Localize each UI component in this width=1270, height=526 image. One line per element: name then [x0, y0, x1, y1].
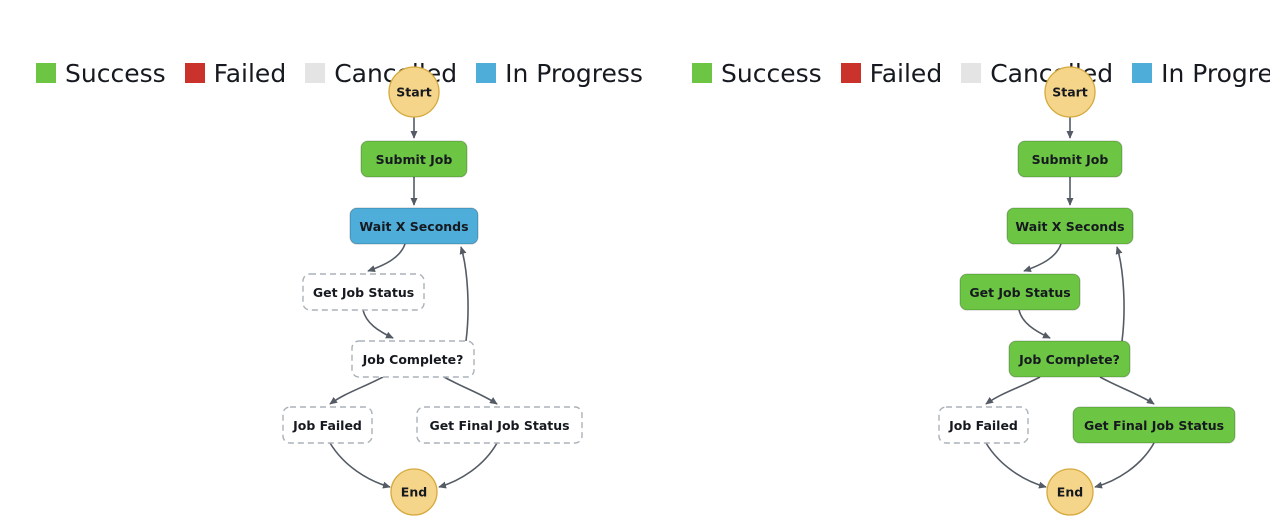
edge-wait-to-getjob [1023, 243, 1062, 272]
edge-wait-to-getjob [367, 243, 406, 272]
node-complete[interactable]: Job Complete? [1008, 340, 1131, 378]
node-complete[interactable]: Job Complete? [351, 340, 475, 378]
edge-complete-to-final [1099, 376, 1155, 405]
node-getjob-shape [959, 273, 1081, 311]
node-end[interactable]: End [390, 468, 438, 516]
node-end-shape [1046, 468, 1094, 516]
node-getjob[interactable]: Get Job Status [959, 273, 1081, 311]
node-submit-shape [360, 140, 468, 178]
node-failed-label: Job Failed [948, 418, 1018, 433]
edge-failed-to-end [329, 442, 391, 489]
node-wait-label: Wait X Seconds [359, 219, 468, 234]
node-start-label: Start [1052, 85, 1088, 100]
node-submit-label: Submit Job [376, 152, 453, 167]
edge-getjob-to-complete [362, 309, 394, 339]
node-getjob[interactable]: Get Job Status [302, 273, 425, 311]
edge-failed-to-end [985, 442, 1047, 489]
node-start[interactable]: Start [388, 66, 440, 118]
node-final-label: Get Final Job Status [1084, 418, 1224, 433]
node-complete-shape [351, 340, 475, 378]
node-final[interactable]: Get Final Job Status [416, 406, 583, 444]
node-final-shape [1072, 406, 1236, 444]
node-start[interactable]: Start [1044, 66, 1096, 118]
edge-complete-to-failed [329, 376, 384, 405]
node-wait-label: Wait X Seconds [1015, 219, 1124, 234]
node-failed-label: Job Failed [292, 418, 362, 433]
edge-complete-to-wait [1115, 246, 1125, 342]
node-start-label: Start [396, 85, 432, 100]
node-submit[interactable]: Submit Job [360, 140, 468, 178]
node-failed[interactable]: Job Failed [282, 406, 373, 444]
node-failed-shape [938, 406, 1029, 444]
node-complete-shape [1008, 340, 1131, 378]
node-end-label: End [1057, 485, 1083, 500]
node-end[interactable]: End [1046, 468, 1094, 516]
node-getjob-label: Get Job Status [313, 285, 414, 300]
node-submit-shape [1017, 140, 1123, 178]
edge-final-to-end [1094, 442, 1155, 489]
node-submit[interactable]: Submit Job [1017, 140, 1123, 178]
node-end-label: End [401, 485, 427, 500]
node-submit-label: Submit Job [1032, 152, 1109, 167]
node-getjob-label: Get Job Status [969, 285, 1070, 300]
node-end-shape [390, 468, 438, 516]
node-start-shape [388, 66, 440, 118]
edge-layer [329, 117, 498, 489]
edge-complete-to-failed [985, 376, 1041, 405]
edge-getjob-to-complete [1018, 309, 1051, 339]
node-start-shape [1044, 66, 1096, 118]
node-wait[interactable]: Wait X Seconds [1006, 207, 1134, 245]
edge-complete-to-final [443, 376, 498, 405]
node-failed[interactable]: Job Failed [938, 406, 1029, 444]
edge-layer [985, 117, 1155, 489]
edge-final-to-end [438, 442, 498, 489]
node-final[interactable]: Get Final Job Status [1072, 406, 1236, 444]
node-wait-shape [1006, 207, 1134, 245]
node-failed-shape [282, 406, 373, 444]
node-final-shape [416, 406, 583, 444]
node-getjob-shape [302, 273, 425, 311]
node-wait[interactable]: Wait X Seconds [349, 207, 479, 245]
node-complete-label: Job Complete? [362, 352, 464, 367]
edge-complete-to-wait [459, 246, 469, 342]
node-final-label: Get Final Job Status [429, 418, 569, 433]
node-wait-shape [349, 207, 479, 245]
node-complete-label: Job Complete? [1018, 352, 1120, 367]
